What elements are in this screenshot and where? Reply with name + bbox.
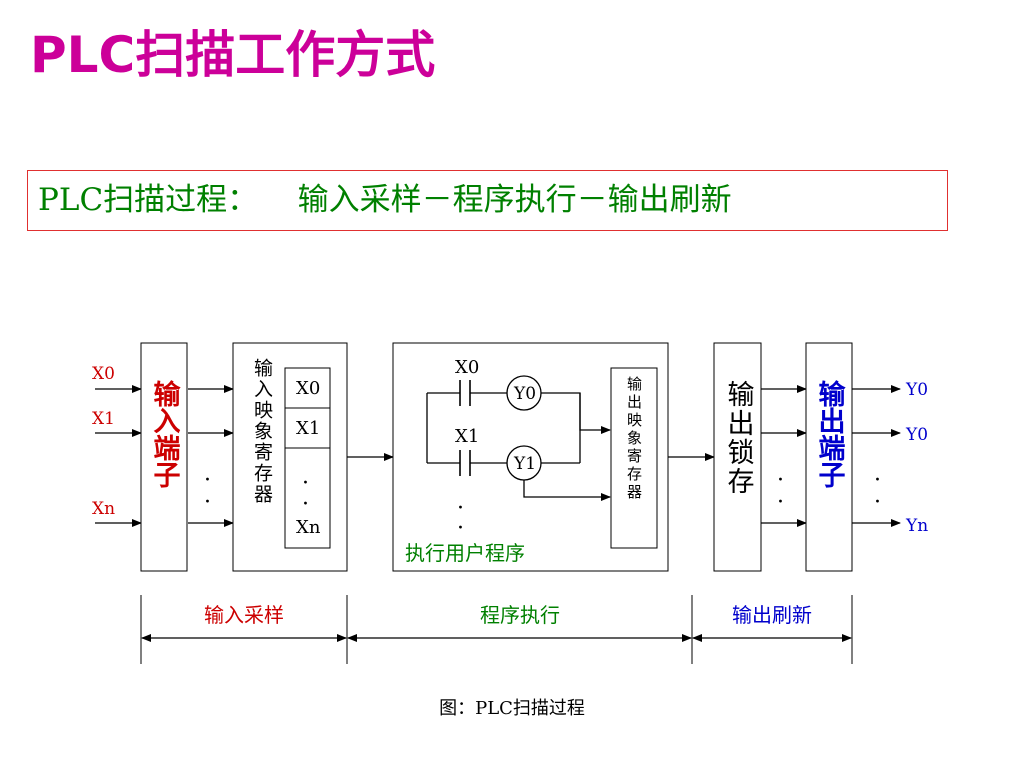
input-signal-x0: X0	[92, 364, 115, 384]
ellipsis-dot: ·	[302, 492, 309, 517]
subtitle: PLC扫描过程： 输入采样－程序执行－输出刷新	[38, 182, 732, 218]
output-signal-y0-second: Y0	[905, 425, 928, 445]
input-image-cell-xn-label: Xn	[296, 517, 321, 538]
input-signal-x1: X1	[92, 409, 115, 429]
input-image-register-label: 输入映象寄存器	[251, 358, 273, 505]
output-image-register-box	[610, 367, 658, 549]
coil-y1-output-wire	[523, 480, 611, 501]
page-title: PLC扫描工作方式	[30, 26, 436, 84]
figure-caption: 图：PLC扫描过程	[439, 698, 585, 719]
coil-y0-label: Y0	[513, 384, 536, 404]
ellipsis-dot: ·	[457, 496, 464, 521]
input-terminal-box	[140, 342, 188, 572]
ellipsis-dot: ·	[874, 490, 881, 515]
user-program-label: 执行用户程序	[405, 541, 525, 565]
ellipsis-dot: ·	[777, 490, 784, 515]
phase-program-label: 程序执行	[480, 603, 560, 627]
subtitle-box: PLC扫描过程： 输入采样－程序执行－输出刷新	[27, 170, 948, 231]
output-latch-label: 输出锁存	[723, 380, 755, 496]
phase-input-label: 输入采样	[204, 603, 284, 627]
coil-y1-label: Y1	[513, 454, 536, 474]
input-image-cell-x0	[284, 367, 331, 409]
input-image-cell-x1-label: X1	[296, 418, 320, 439]
ellipsis-dot: ·	[204, 490, 211, 515]
ellipsis-dot: ·	[874, 468, 881, 493]
input-image-cell-x1	[284, 407, 331, 449]
ellipsis-dot: ·	[204, 468, 211, 493]
contact-x1-label: X1	[455, 426, 479, 447]
ellipsis-dot: ·	[302, 471, 309, 496]
ellipsis-dot: ·	[777, 468, 784, 493]
input-image-cell-x0-label: X0	[296, 378, 320, 399]
output-terminal-box	[805, 342, 853, 572]
output-signal-y0: Y0	[905, 380, 928, 400]
contact-x0-label: X0	[455, 357, 479, 378]
input-signal-xn: Xn	[92, 499, 115, 519]
input-image-cell-xn	[284, 447, 331, 549]
output-terminal-label: 输出端子	[814, 379, 846, 488]
output-image-register-label: 输出映象寄存器	[625, 376, 643, 502]
phase-output-label: 输出刷新	[732, 603, 812, 627]
output-latch-box	[713, 342, 762, 572]
ellipsis-dot: ·	[457, 516, 464, 541]
input-terminal-label: 输入端子	[149, 379, 181, 488]
output-signal-yn: Yn	[905, 516, 928, 536]
